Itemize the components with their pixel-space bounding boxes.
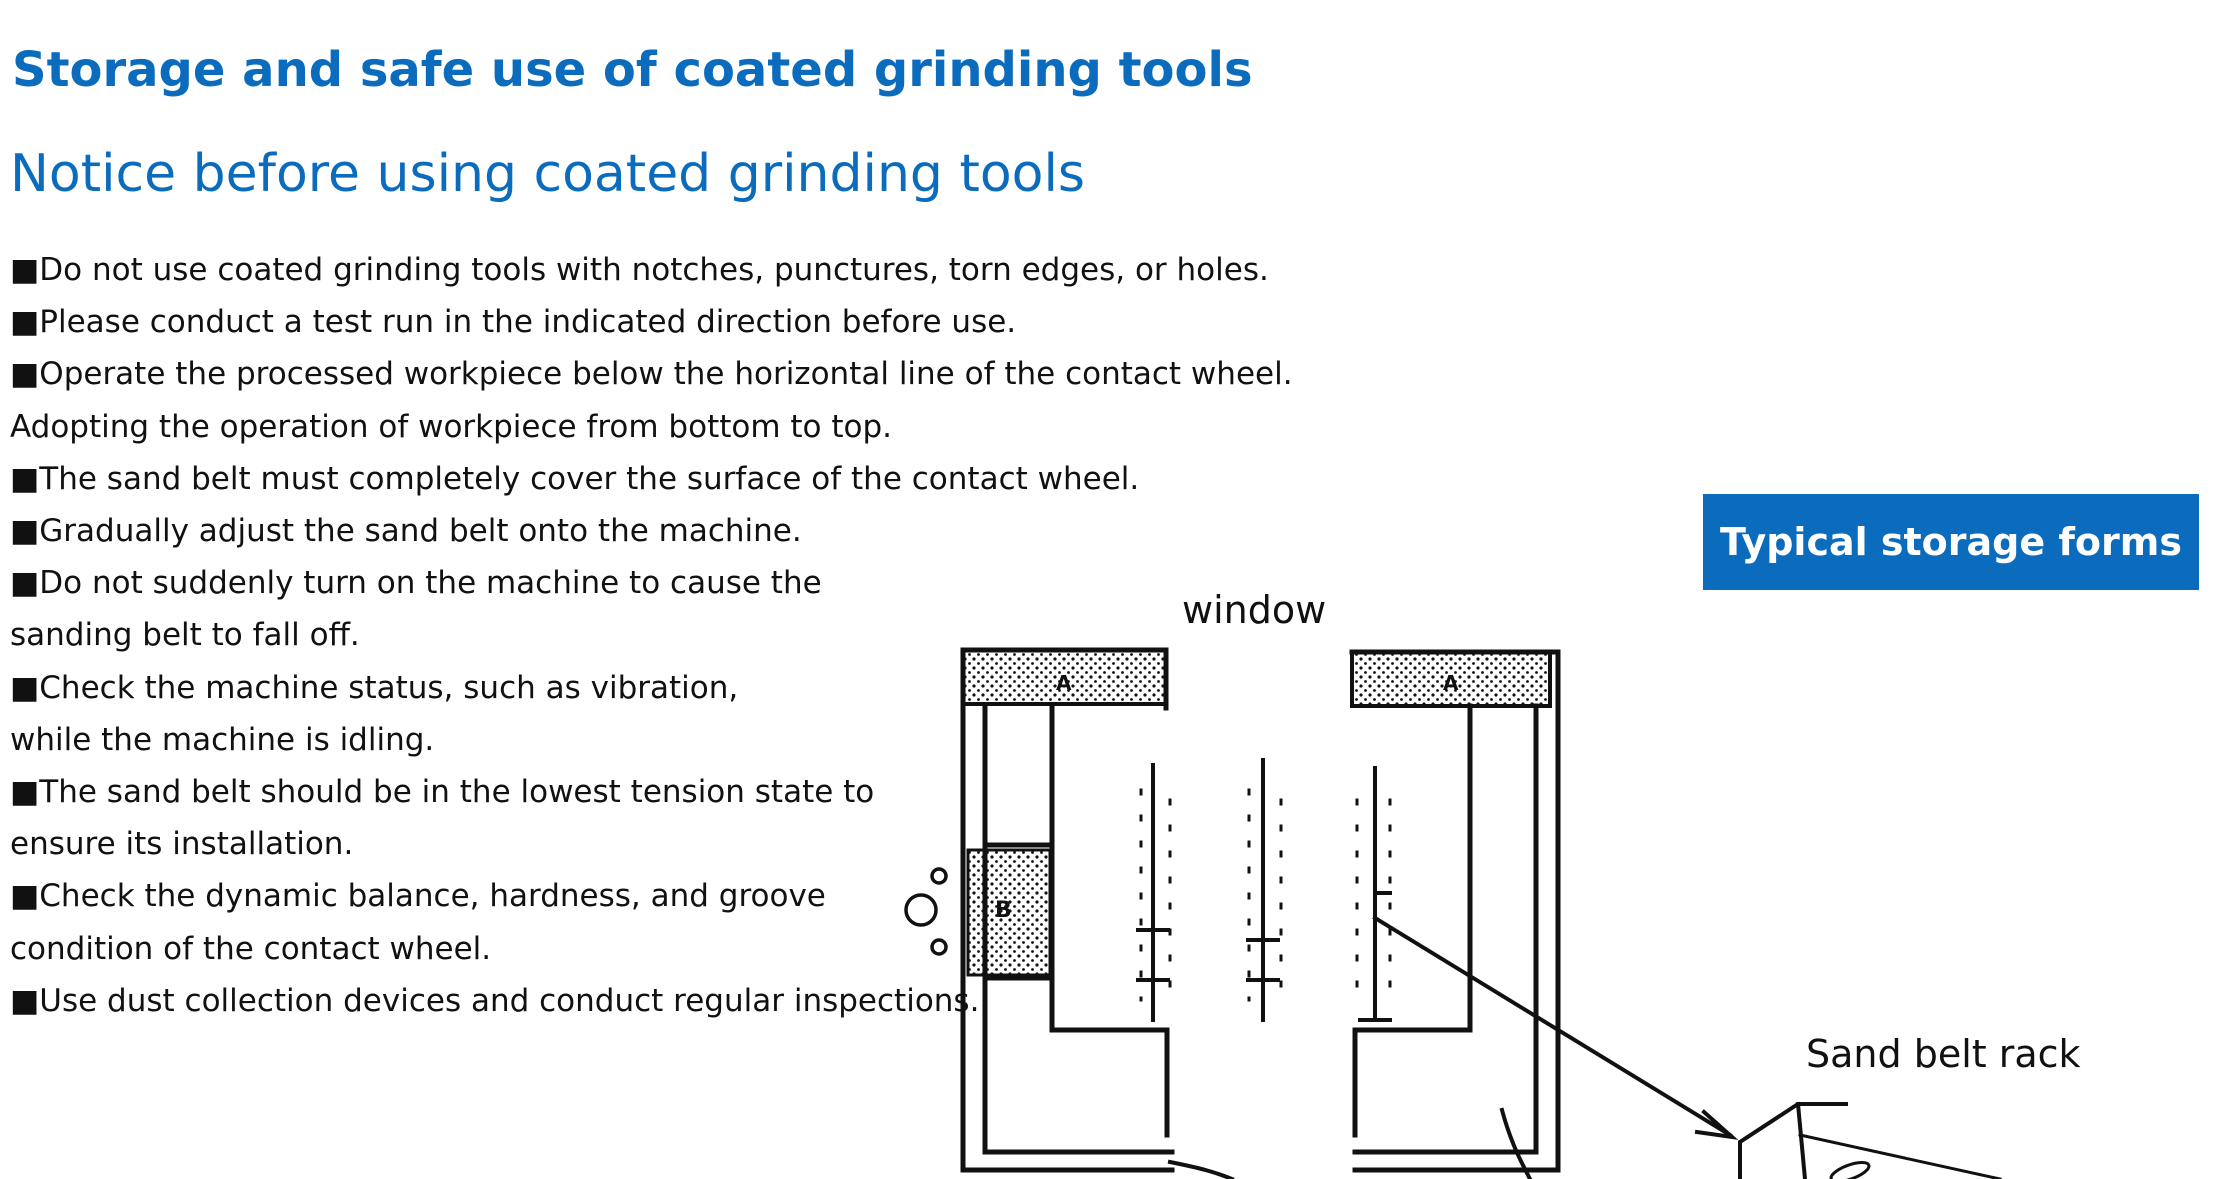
notice-line: ■Do not suddenly turn on the machine to … — [10, 565, 822, 602]
storage-forms-badge: Typical storage forms — [1703, 494, 2199, 590]
right-shelf-unit — [1349, 649, 1561, 1173]
sand-belt-rack-label: Sand belt rack — [1806, 1032, 2081, 1076]
shelf-marker-b: B — [995, 898, 1012, 923]
rack-leader-arrow — [1372, 915, 1739, 1140]
notice-line: ■Check the dynamic balance, hardness, an… — [10, 878, 826, 915]
notice-line: ■Check the machine status, such as vibra… — [10, 669, 739, 706]
sand-belt-rack — [1738, 1101, 2002, 1179]
shelf-marker-a-right: A — [1443, 671, 1459, 695]
storage-forms-badge-label: Typical storage forms — [1720, 520, 2182, 564]
notice-line: ■Operate the processed workpiece below t… — [10, 356, 1293, 393]
notice-line: ■The sand belt should be in the lowest t… — [10, 774, 875, 811]
left-shelf-unit — [960, 647, 1175, 1173]
notice-line: ■Do not use coated grinding tools with n… — [10, 252, 1269, 288]
notice-line: ■Please conduct a test run in the indica… — [10, 304, 1017, 341]
notice-line: while the machine is idling. — [10, 721, 435, 758]
notice-line: ■Gradually adjust the sand belt onto the… — [10, 513, 802, 550]
notice-list: ■Do not use coated grinding tools with n… — [10, 244, 1293, 1027]
shelf-marker-a: A — [1056, 671, 1072, 695]
notice-line: sanding belt to fall off. — [10, 617, 360, 654]
notice-line: ■The sand belt must completely cover the… — [10, 460, 1140, 497]
page-title: Storage and safe use of coated grinding … — [12, 42, 1253, 98]
section-subtitle: Notice before using coated grinding tool… — [10, 144, 1086, 204]
notice-line: ■Use dust collection devices and conduct… — [10, 982, 980, 1019]
notice-line: ensure its installation. — [10, 826, 354, 863]
notice-line: Adopting the operation of workpiece from… — [10, 408, 893, 445]
notice-line: condition of the contact wheel. — [10, 930, 492, 967]
window-label: window — [1182, 588, 1327, 632]
belt-hanging-rails — [1136, 758, 1392, 1022]
circles-marker — [904, 867, 948, 956]
